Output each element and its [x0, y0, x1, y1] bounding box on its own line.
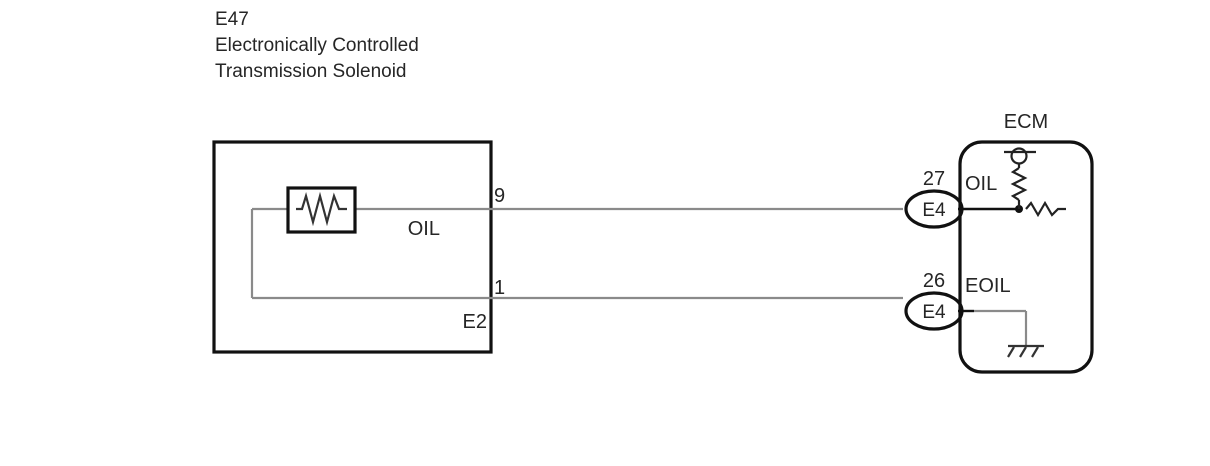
ecm-vertical-resistor-icon	[1010, 167, 1028, 201]
ecm-signal-label-eoil: EOIL	[965, 275, 1011, 297]
component-title-line-2: Electronically Controlled	[215, 35, 419, 56]
connector-label-e4-upper: E4	[922, 200, 946, 221]
solenoid-pin-signal-oil: OIL	[408, 218, 440, 240]
ecm-ground-symbol-hatch-3	[1031, 346, 1039, 358]
solenoid-coil-zigzag-icon	[296, 191, 347, 227]
ecm-pin-number-27: 27	[923, 168, 945, 190]
solenoid-component-box	[212, 140, 493, 354]
component-title-line-1: E47	[215, 9, 249, 30]
ecm-component-box	[958, 140, 1094, 374]
ecm-signal-label-oil: OIL	[965, 173, 997, 195]
solenoid-pin-number-9: 9	[494, 185, 505, 207]
ecm-test-point-circle-icon	[1010, 147, 1028, 165]
solenoid-pin-number-1: 1	[494, 277, 505, 299]
solenoid-pin-signal-e2: E2	[463, 311, 487, 333]
ecm-ground-symbol-hatch-1	[1007, 346, 1015, 358]
solenoid-coil-symbol-box	[286, 186, 357, 234]
ecm-horizontal-resistor-icon	[1025, 200, 1066, 218]
connector-label-e4-lower: E4	[922, 302, 946, 323]
ecm-pin-number-26: 26	[923, 270, 945, 292]
ecm-label: ECM	[1004, 111, 1048, 133]
ecm-ground-symbol-hatch-2	[1019, 346, 1027, 358]
component-title-line-3: Transmission Solenoid	[215, 61, 407, 82]
